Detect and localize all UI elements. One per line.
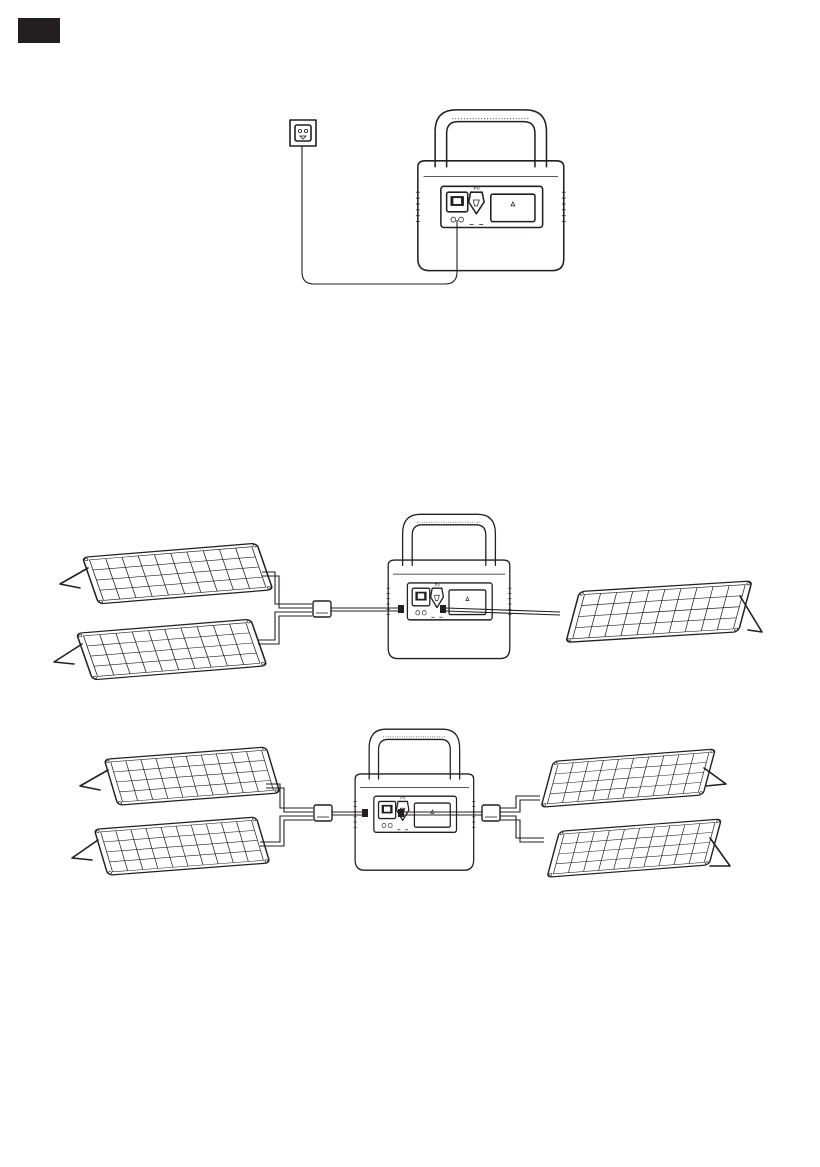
solar-panel [541,749,715,807]
power-station [387,514,512,658]
solar-panel [83,543,273,604]
parallel-connector [313,601,331,617]
ac-cable [302,146,457,284]
solar-charging-four-panels-diagram [72,729,730,877]
power-station [416,110,566,271]
solar-panel [547,819,721,877]
parallel-connector [482,805,500,821]
solar-charging-three-panels-diagram [54,514,762,680]
solar-panel [104,747,280,805]
solar-panel [566,581,752,642]
wall-outlet-icon [290,120,316,146]
ac-wall-charging-diagram [290,110,566,284]
solar-panel [94,817,270,875]
solar-panel [77,619,267,680]
parallel-connector [314,805,332,821]
power-station [354,729,476,870]
